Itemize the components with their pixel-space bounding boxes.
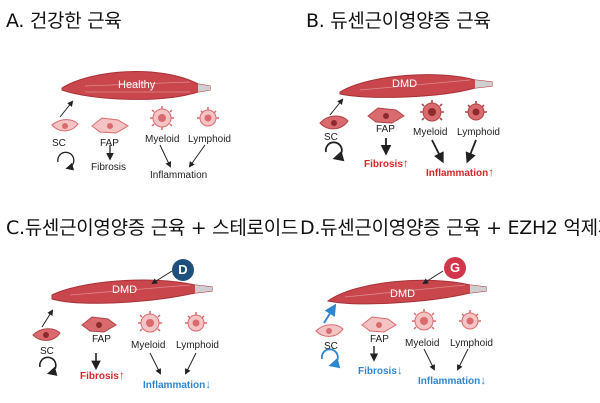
sc-label: SC xyxy=(40,346,54,357)
sc-label: SC xyxy=(52,138,66,149)
muscle-label: DMD xyxy=(112,284,138,296)
panel-title: B. 듀센근이영양증 근육 xyxy=(306,10,491,32)
up-arrow-icon: ↑ xyxy=(488,165,495,179)
badge-g: G xyxy=(444,257,466,279)
myeloid-label: Myeloid xyxy=(413,127,448,138)
myeloid-label: Myeloid xyxy=(405,338,440,349)
muscle-label: DMD xyxy=(390,288,416,300)
panel-title: C.듀센근이영양증 근육 + 스테로이드 xyxy=(6,217,299,239)
muscle-label: Healthy xyxy=(118,79,156,91)
muscle-label: DMD xyxy=(392,78,418,90)
panel-title: D.듀센근이영양증 근육 + EZH2 억제제 xyxy=(300,217,600,239)
down-arrow-icon: ↓ xyxy=(205,377,212,391)
badge-d: D xyxy=(172,259,194,281)
fap-label: FAP xyxy=(100,138,119,149)
myeloid-cell xyxy=(150,106,174,130)
lymphoid-label: Lymphoid xyxy=(457,127,500,138)
inflammation-label: Inflammation↓ xyxy=(418,373,487,387)
panel-a-graphic xyxy=(51,71,219,171)
fap-label: FAP xyxy=(376,124,395,135)
down-arrow-icon: ↓ xyxy=(396,363,403,377)
lymphoid-label: Lymphoid xyxy=(176,340,219,351)
myeloid-label: Myeloid xyxy=(131,340,166,351)
lymphoid-label: Lymphoid xyxy=(450,338,493,349)
fibrosis-label: Fibrosis↓ xyxy=(358,363,403,377)
inflammation-label: Inflammation xyxy=(150,170,208,181)
panel-c: C.듀센근이영양증 근육 + 스테로이드 D DMD SC FAP Myeloi… xyxy=(0,203,300,403)
fibrosis-label: Fibrosis↑ xyxy=(364,156,409,170)
inflammation-label: Inflammation↑ xyxy=(426,165,495,179)
myeloid-label: Myeloid xyxy=(145,134,180,145)
sc-label: SC xyxy=(324,132,338,143)
panel-d-graphic xyxy=(315,270,487,371)
up-arrow-icon: ↑ xyxy=(118,368,125,382)
fibrosis-label: Fibrosis↑ xyxy=(80,368,125,382)
panel-d: D.듀센근이영양증 근육 + EZH2 억제제 G DMD SC FAP Mye… xyxy=(300,203,600,403)
panel-b-graphic xyxy=(319,74,493,164)
fibrosis-label: Fibrosis xyxy=(91,162,127,173)
fap-label: FAP xyxy=(370,334,389,345)
panel-a: A. 건강한 근육 Healthy SC FAP Myeloid Lymphoi… xyxy=(0,0,300,200)
panel-b: B. 듀센근이영양증 근육 DMD SC FAP Myeloid Lymphoi… xyxy=(300,0,600,200)
up-arrow-icon: ↑ xyxy=(402,156,409,170)
inflammation-label: Inflammation↓ xyxy=(143,377,212,391)
lymphoid-cell xyxy=(197,107,219,127)
panel-title: A. 건강한 근육 xyxy=(6,10,122,32)
panel-c-graphic xyxy=(32,270,213,376)
down-arrow-icon: ↓ xyxy=(480,373,487,387)
sc-label: SC xyxy=(324,341,338,352)
lymphoid-label: Lymphoid xyxy=(188,134,231,145)
fap-label: FAP xyxy=(92,334,111,345)
